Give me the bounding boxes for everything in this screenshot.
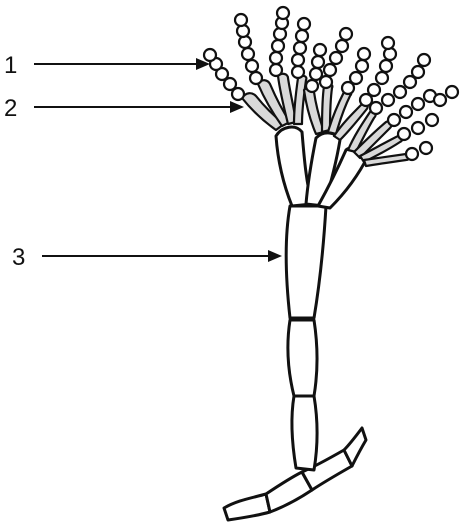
conidium (412, 66, 424, 78)
conidium (412, 122, 424, 134)
label-1: 1 (4, 52, 17, 79)
conidium (330, 52, 342, 64)
conidium (320, 76, 332, 88)
arrow-2-head (230, 101, 244, 113)
conidium (294, 42, 306, 54)
conidium (298, 18, 310, 30)
conidium (406, 148, 418, 160)
conidium (292, 66, 304, 78)
conidium (235, 14, 247, 26)
stipe (286, 206, 326, 470)
conidium (272, 40, 284, 52)
stipe-segment-basal (292, 396, 317, 470)
conidium (380, 60, 392, 72)
conidium (446, 86, 458, 98)
stipe-segment-lower (288, 320, 317, 396)
label-2: 2 (4, 95, 17, 122)
conidium (336, 40, 348, 52)
conidium (296, 30, 308, 42)
conidium (250, 72, 262, 84)
conidium (312, 56, 324, 68)
stipe-segment-middle (286, 206, 326, 318)
arrow-3-head (268, 250, 282, 262)
conidium (306, 80, 318, 92)
conidium (324, 64, 336, 76)
conidium (358, 48, 370, 60)
label-arrows (34, 58, 282, 262)
conidium (426, 114, 438, 126)
conidium (350, 72, 362, 84)
label-3: 3 (12, 244, 25, 271)
conidium (418, 54, 430, 66)
conidium (382, 94, 394, 106)
conidium (368, 84, 380, 96)
conidium (412, 98, 424, 110)
conidium (204, 49, 216, 61)
conidium (356, 60, 368, 72)
conidium (434, 94, 446, 106)
conidium (382, 37, 394, 49)
conidium (400, 106, 412, 118)
conidium (340, 28, 352, 40)
conidium (398, 128, 410, 140)
conidium (277, 7, 289, 19)
conidium (370, 102, 382, 114)
conidium (394, 86, 406, 98)
conidium (292, 54, 304, 66)
conidium (420, 142, 432, 154)
phialide (294, 76, 306, 124)
conidium (314, 44, 326, 56)
conidium (388, 114, 400, 126)
conidium (246, 60, 258, 72)
conidium (270, 64, 282, 76)
conidium (270, 52, 282, 64)
conidium (242, 48, 254, 60)
conidium (376, 72, 388, 84)
